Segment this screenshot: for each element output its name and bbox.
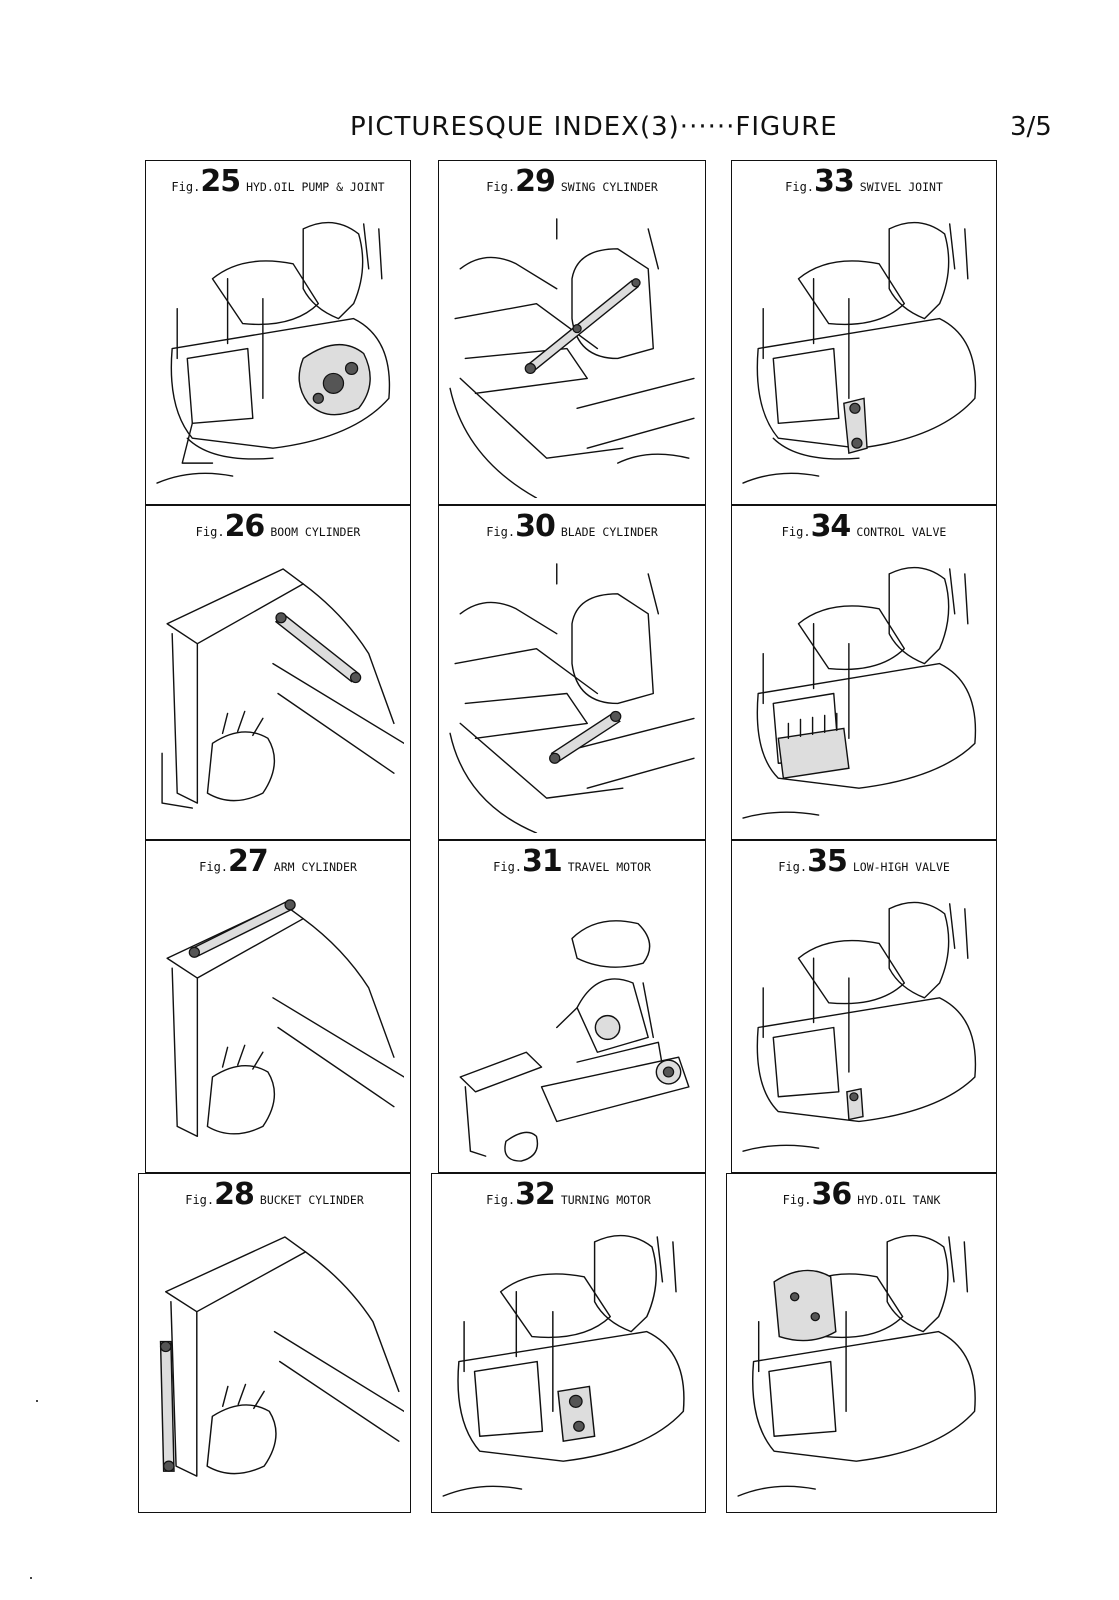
excavator-seat-valve-icon (738, 554, 990, 833)
figure-name: BLADE CYLINDER (560, 525, 658, 539)
figure-name: TRAVEL MOTOR (567, 860, 651, 874)
mini-excavator-icon (445, 889, 699, 1166)
excavator-arm-boom-icon (152, 554, 404, 833)
figure-name: TURNING MOTOR (560, 1193, 651, 1207)
page-number: 3/5 (1010, 112, 1052, 142)
figure-number: 31 (522, 844, 563, 879)
figure-name: BOOM CYLINDER (270, 525, 361, 539)
figure-name: HYD.OIL TANK (857, 1193, 941, 1207)
excavator-arm-boom-icon (152, 889, 404, 1166)
figure-name: LOW-HIGH VALVE (852, 860, 950, 874)
figure-name: SWIVEL JOINT (859, 180, 943, 194)
figure-number: 36 (811, 1177, 853, 1212)
excavator-blade-cylinder-icon (445, 554, 699, 833)
figure-number: 34 (810, 509, 852, 544)
excavator-seat-motor-icon (438, 1222, 699, 1506)
excavator-arm-bucket-icon (145, 1222, 404, 1506)
figure-number: 30 (515, 509, 556, 544)
figure-name: ARM CYLINDER (273, 860, 357, 874)
figure-number: 29 (515, 164, 556, 199)
figure-name: SWING CYLINDER (560, 180, 658, 194)
page-title: PICTURESQUE INDEX(3)······FIGURE (350, 112, 838, 142)
figure-name: HYD.OIL PUMP & JOINT (246, 180, 385, 194)
excavator-blade-cylinder-icon (445, 209, 699, 498)
excavator-seat-joint-icon (738, 209, 990, 498)
figure-number: 35 (807, 844, 848, 879)
figure-number: 26 (224, 509, 266, 544)
figure-number: 25 (200, 164, 241, 199)
excavator-seat-pump-icon (152, 209, 404, 498)
figure-number: 33 (814, 164, 855, 199)
figure-number: 28 (214, 1177, 255, 1212)
excavator-seat-valve-icon (738, 889, 990, 1166)
excavator-seat-tank-icon (733, 1222, 990, 1506)
scan-speck (30, 1577, 32, 1579)
figure-number: 32 (515, 1177, 556, 1212)
scan-speck (36, 1400, 38, 1402)
figure-name: BUCKET CYLINDER (259, 1193, 364, 1207)
figure-name: CONTROL VALVE (856, 525, 947, 539)
figure-number: 27 (228, 844, 269, 879)
